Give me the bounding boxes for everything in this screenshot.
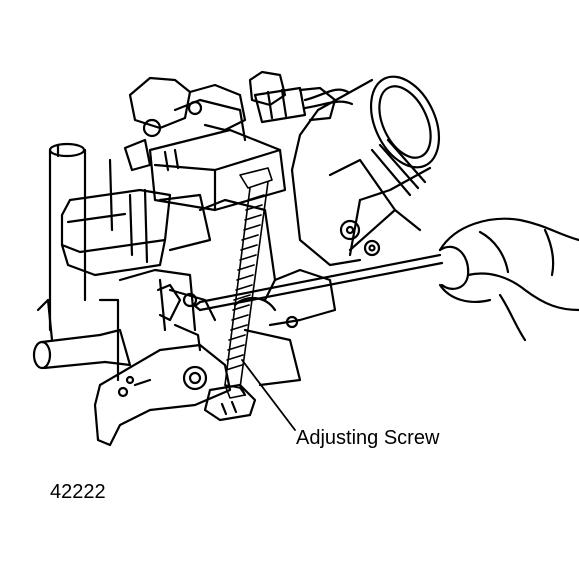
air-intake-tube bbox=[290, 75, 441, 267]
engine-block-outline bbox=[98, 70, 337, 382]
throttle-linkage bbox=[93, 283, 232, 447]
mounting-bolts bbox=[339, 219, 381, 257]
adjusting-screw-label: Adjusting Screw bbox=[296, 427, 440, 449]
return-spring bbox=[224, 167, 273, 399]
sensor-connector bbox=[253, 86, 354, 124]
coolant-pipe bbox=[48, 142, 87, 332]
callout-leader bbox=[241, 359, 296, 431]
figure-number: 42222 bbox=[50, 481, 106, 503]
vacuum-pipe bbox=[32, 298, 132, 370]
hand bbox=[438, 217, 579, 342]
throttle-body-casting bbox=[118, 198, 337, 387]
adjusting-screw bbox=[203, 383, 257, 422]
actuator-housing bbox=[60, 188, 212, 277]
idle-air-control-motor bbox=[123, 98, 287, 212]
screwdriver bbox=[193, 245, 470, 312]
